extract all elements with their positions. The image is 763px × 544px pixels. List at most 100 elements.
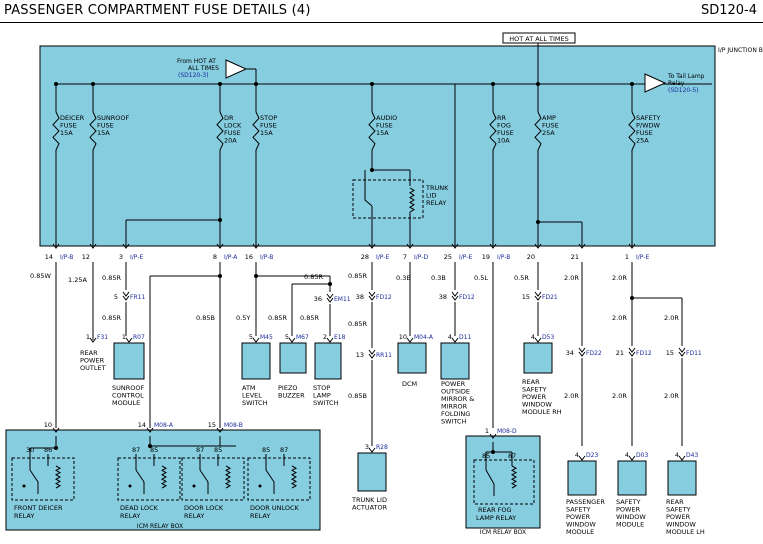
component-conn: M67 <box>296 334 309 341</box>
inline-conn-num: 15 <box>666 349 674 357</box>
component-conn: D03 <box>636 452 648 459</box>
fuse-label: FUSE <box>224 129 241 137</box>
relay-outline <box>473 459 535 505</box>
safety-power-module-label: MODULE <box>616 521 644 529</box>
mirror-switch-label: SWITCH <box>441 418 467 426</box>
fuse-label: 20A <box>224 137 237 145</box>
rear-safety-lh-label: WINDOW <box>666 521 696 529</box>
stop-lamp-switch-label: STOP <box>313 384 330 392</box>
from-hot-arrow <box>225 59 248 79</box>
relay-switch <box>485 469 495 496</box>
fuse-element <box>628 111 636 151</box>
jb-pin-number: 3 <box>119 253 123 261</box>
jb-pin <box>451 243 459 249</box>
inline-conn-name: FD12 <box>376 294 392 301</box>
fuse-element <box>368 111 376 151</box>
fuse-label: 25A <box>636 137 649 145</box>
relay-label: LAMP RELAY <box>476 514 516 522</box>
fuse-label: AUDIO <box>376 114 397 122</box>
wire-color-label: 0.5L <box>474 274 488 282</box>
fuse-element <box>252 111 260 151</box>
wire-color-label: 2.0R <box>612 392 627 400</box>
component-conn: M45 <box>260 334 273 341</box>
piezo-buzzer <box>279 342 307 374</box>
wire-color-label: 0.85R <box>348 320 367 328</box>
rear-safety-lh-label: SAFETY <box>666 506 691 514</box>
sunroof-module-label: MODULE <box>112 399 140 407</box>
from-hot-text: From HOT AT <box>177 58 216 65</box>
jb-pin-connector: I/P-B <box>497 254 510 261</box>
fuse-element <box>534 111 542 151</box>
relay-switch <box>29 469 39 494</box>
component-conn: D43 <box>686 452 698 459</box>
inline-connector <box>628 347 636 353</box>
mirror-switch-label: MIRROR & <box>441 395 474 403</box>
icm-left-label: ICM RELAY BOX <box>137 523 183 530</box>
inline-connector <box>122 291 130 297</box>
inline-connector <box>678 351 686 357</box>
component-pin-num: 3 <box>365 443 369 451</box>
mirror-switch-label: POWER <box>441 380 466 388</box>
wire-color-label: 1.25A <box>68 276 87 284</box>
component-pin-num: 4 <box>531 333 535 341</box>
wire-color-label: 2.0R <box>564 274 579 282</box>
fuse-label: FOG <box>497 122 511 130</box>
wire-color-label: 2.0R <box>664 392 679 400</box>
atm-level-switch-label: ATM <box>242 384 256 392</box>
stop-lamp-switch-label: SWITCH <box>313 399 339 407</box>
wire-color-label: 0.85R <box>300 314 319 322</box>
jb-pin <box>252 243 260 249</box>
component-pin-num: 5 <box>249 333 253 341</box>
component-pin <box>451 337 459 343</box>
inline-connector <box>368 349 376 355</box>
rear-safety-lh-label: POWER <box>666 513 691 521</box>
inline-conn-name: FR11 <box>130 294 145 301</box>
inline-connector <box>534 291 542 297</box>
inline-conn-name: FD12 <box>459 294 475 301</box>
fuse-label: LOCK <box>224 122 242 130</box>
fuse-element <box>216 111 224 151</box>
relay-coil <box>409 187 415 213</box>
piezo-buzzer-label: BUZZER <box>278 392 305 400</box>
icm-pin-num: 1 <box>485 427 489 435</box>
sunroof-module-label: CONTROL <box>112 392 144 400</box>
relay-switch <box>199 469 209 494</box>
junction-dot <box>218 218 222 222</box>
trunk-relay-label: TRUNK <box>425 184 449 192</box>
inline-connector <box>368 295 376 301</box>
rear-safety-lh <box>667 460 697 496</box>
jb-pin-connector: I/P-E <box>376 254 389 261</box>
icm-pin <box>52 427 60 433</box>
wire-color-label: 0.5R <box>514 274 529 282</box>
relay-outline <box>181 457 245 501</box>
relay-outline <box>11 457 75 501</box>
rear-power-outlet-label: REAR <box>80 349 98 357</box>
rear-safety-rh-label: REAR <box>522 378 540 386</box>
jb-pin <box>534 243 542 249</box>
jb-pin-connector: I/P-E <box>130 254 143 261</box>
inline-conn-num: 38 <box>439 293 447 301</box>
fuse-label: 15A <box>376 129 389 137</box>
trunk-lid-actuator <box>357 452 387 492</box>
component-pin <box>368 447 376 453</box>
junction-dot <box>254 274 258 278</box>
passenger-module-label: POWER <box>566 513 591 521</box>
inline-connector <box>578 351 586 357</box>
icm-right-label: ICM RELAY BOX <box>480 529 526 536</box>
icm-relay-box-right <box>465 435 541 529</box>
component-pin-num: 4 <box>448 333 452 341</box>
fuse-label: DR <box>224 114 234 122</box>
passenger-module-label: PASSENGER <box>566 498 605 506</box>
jb-pin-connector: I/P-B <box>60 254 73 261</box>
inline-connector <box>122 295 130 301</box>
relay-label: RELAY <box>120 512 140 520</box>
jb-pin-number: 21 <box>571 253 579 261</box>
jb-pin-number: 16 <box>245 253 253 261</box>
jb-pin-number: 19 <box>482 253 490 261</box>
passenger-module-label: WINDOW <box>566 521 596 529</box>
wire-color-label: 0.85R <box>348 272 367 280</box>
component-conn: D11 <box>459 334 471 341</box>
jb-pin <box>628 243 636 249</box>
jb-pin-number: 25 <box>444 253 452 261</box>
